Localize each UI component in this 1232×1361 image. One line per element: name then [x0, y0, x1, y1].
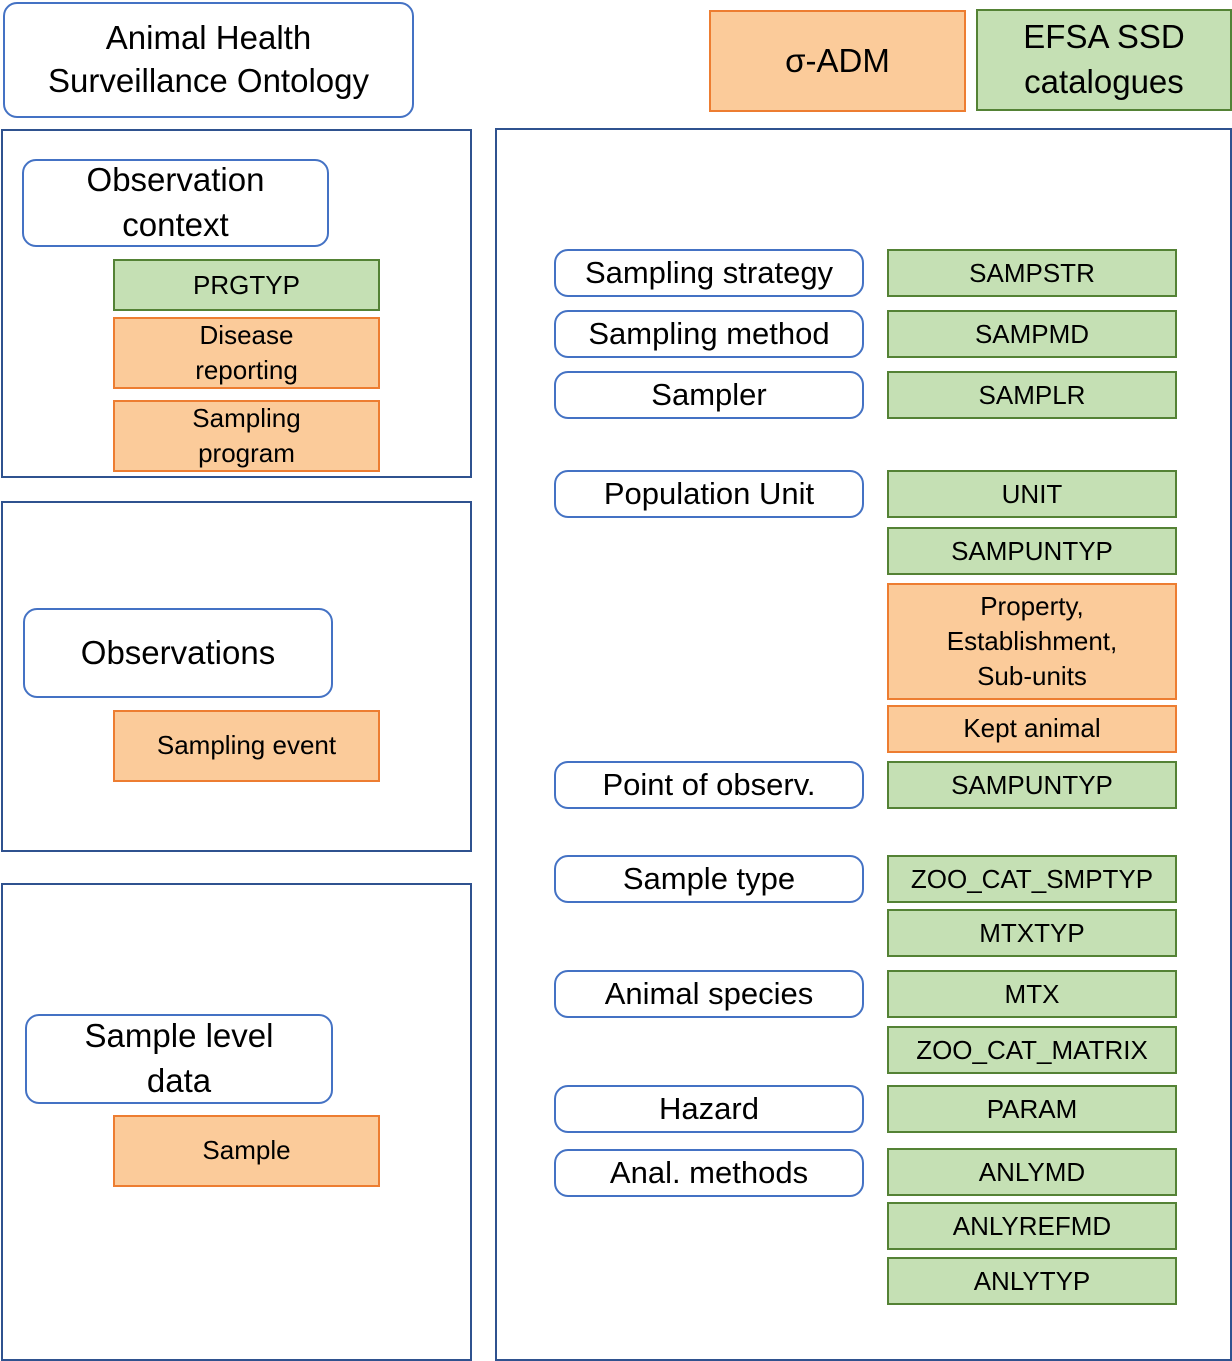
concept-animal-species: Animal species [554, 970, 864, 1018]
concept-label: Sampler [651, 376, 767, 412]
item-label: MTXTYP [979, 917, 1085, 948]
concept-population-unit: Population Unit [554, 470, 864, 518]
item-sampmd: SAMPMD [887, 310, 1177, 358]
concept-analytical-methods: Anal. methods [554, 1149, 864, 1197]
concept-label: Observations [80, 633, 276, 671]
item-zoo-cat-matrix: ZOO_CAT_MATRIX [887, 1026, 1177, 1074]
item-label: SAMPUNTYP [951, 769, 1113, 800]
item-sampuntyp-point: SAMPUNTYP [887, 761, 1177, 809]
item-label: MTX [1004, 978, 1060, 1009]
item-label: Sampling program [192, 402, 301, 468]
item-label: SAMPMD [974, 318, 1090, 349]
concept-sample-type: Sample type [554, 855, 864, 903]
item-sample: Sample [113, 1115, 380, 1187]
item-label: SAMPSTR [969, 257, 1095, 288]
item-label: Sample [202, 1135, 291, 1166]
concept-label: Sample level data [84, 1017, 274, 1099]
concept-observation-context: Observation context [22, 159, 329, 247]
concept-observations: Observations [23, 608, 333, 698]
concept-label: Animal species [604, 975, 814, 1011]
item-label: ZOO_CAT_MATRIX [916, 1034, 1148, 1065]
concept-point-of-observation: Point of observ. [554, 761, 864, 809]
item-label: ANLYREFMD [952, 1210, 1112, 1241]
concept-sample-level-data: Sample level data [25, 1014, 333, 1104]
ontology-title: Animal Health Surveillance Ontology [47, 19, 369, 99]
item-kept-animal: Kept animal [887, 705, 1177, 753]
concept-sampler: Sampler [554, 371, 864, 419]
concept-label: Point of observ. [602, 766, 816, 802]
item-zoo-cat-smptyp: ZOO_CAT_SMPTYP [887, 855, 1177, 903]
item-label: Property, Establishment, Sub-units [946, 590, 1118, 692]
item-label: PARAM [986, 1093, 1078, 1124]
legend-sigma-adm: σ-ADM [709, 10, 966, 112]
concept-sampling-strategy: Sampling strategy [554, 249, 864, 297]
item-label: ANLYMD [978, 1156, 1086, 1187]
item-anlyrefmd: ANLYREFMD [887, 1202, 1177, 1250]
item-label: PRGTYP [193, 269, 300, 300]
item-label: Disease reporting [195, 319, 298, 385]
legend-efsa-ssd: EFSA SSD catalogues [976, 9, 1232, 111]
concept-label: Sampling strategy [584, 254, 834, 290]
concept-label: Hazard [659, 1090, 759, 1126]
item-label: Sampling event [156, 730, 337, 761]
item-label: UNIT [1001, 478, 1063, 509]
concept-label: Population Unit [603, 475, 815, 511]
concept-sampling-method: Sampling method [554, 310, 864, 358]
item-disease-reporting: Disease reporting [113, 317, 380, 389]
concept-label: Observation context [86, 161, 265, 243]
concept-hazard: Hazard [554, 1085, 864, 1133]
item-property-establishment-subunits: Property, Establishment, Sub-units [887, 583, 1177, 700]
concept-label: Sample type [622, 860, 796, 896]
concept-label: Sampling method [588, 315, 830, 351]
item-anlytyp: ANLYTYP [887, 1257, 1177, 1305]
item-label: SAMPUNTYP [951, 535, 1113, 566]
item-prgtyp: PRGTYP [113, 259, 380, 311]
item-label: Kept animal [963, 713, 1101, 744]
legend-efsa-ssd-label: EFSA SSD catalogues [1023, 18, 1185, 100]
item-param: PARAM [887, 1085, 1177, 1133]
item-sampuntyp: SAMPUNTYP [887, 527, 1177, 575]
item-sampstr: SAMPSTR [887, 249, 1177, 297]
item-samplr: SAMPLR [887, 371, 1177, 419]
item-sampling-event: Sampling event [113, 710, 380, 782]
ontology-title-box: Animal Health Surveillance Ontology [3, 2, 414, 118]
concept-label: Anal. methods [609, 1154, 809, 1190]
legend-sigma-adm-label: σ-ADM [785, 41, 890, 79]
item-label: ZOO_CAT_SMPTYP [910, 863, 1154, 894]
item-unit: UNIT [887, 470, 1177, 518]
item-label: SAMPLR [978, 379, 1086, 410]
item-label: ANLYTYP [973, 1265, 1091, 1296]
item-anlymd: ANLYMD [887, 1148, 1177, 1196]
item-mtx: MTX [887, 970, 1177, 1018]
item-sampling-program: Sampling program [113, 400, 380, 472]
item-mtxtyp: MTXTYP [887, 909, 1177, 957]
